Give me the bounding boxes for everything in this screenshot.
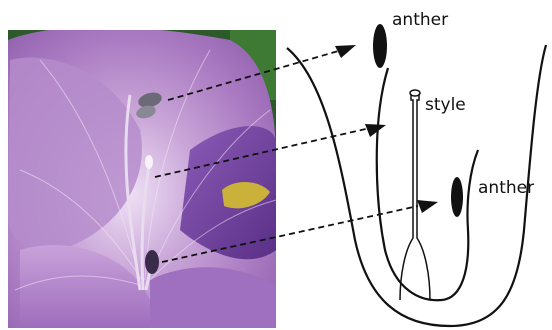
label-anther-top: anther <box>392 10 448 30</box>
arrow-head-style <box>365 124 386 137</box>
diagram-anther-right <box>451 177 463 217</box>
photo-anther-bottom <box>145 250 159 274</box>
photo-style-tip <box>145 155 153 169</box>
label-anther-right: anther <box>478 178 534 198</box>
arrow-head-anther-bottom <box>417 200 438 213</box>
label-style: style <box>425 95 466 115</box>
diagram-style <box>400 90 430 300</box>
arrow-head-anther-top <box>335 45 356 58</box>
flower-photo <box>8 27 276 330</box>
lower-right-petal <box>150 267 276 330</box>
tube-inner-right <box>442 150 478 300</box>
diagram-anther-top <box>373 24 387 68</box>
